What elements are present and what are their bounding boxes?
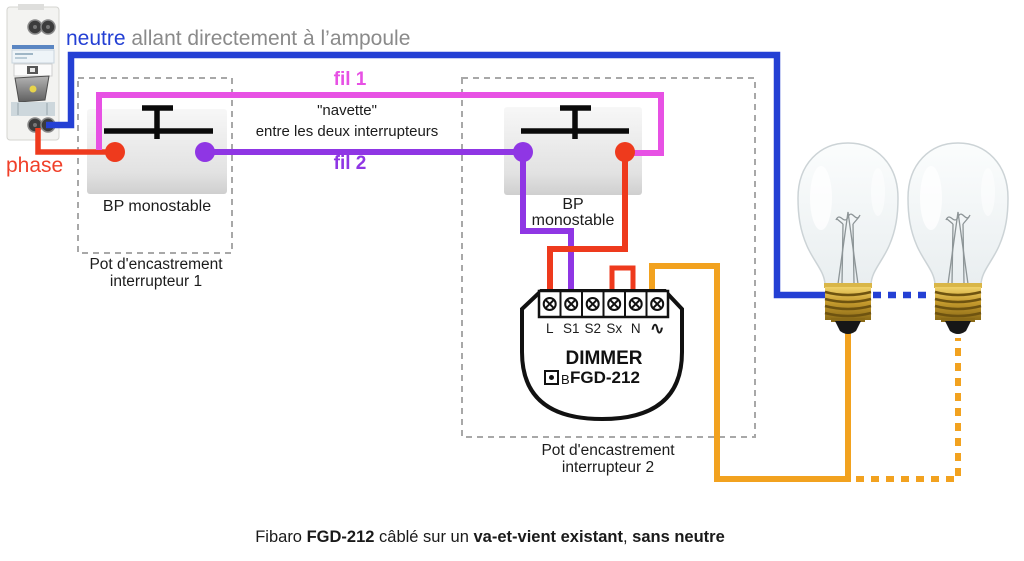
box1-label-line2: interrupteur 1 [109,273,203,290]
figure-caption: Fibaro FGD-212 câblé sur un va-et-vient … [0,528,980,546]
title-rest: allant directement à l’ampoule [125,27,411,50]
caption-bold-3: sans neutre [632,528,725,546]
terminal-label-load: ∿ [650,319,664,338]
caption-bold-2: va-et-vient existant [473,528,623,546]
sx-n-jumper-wire [609,265,636,296]
dimmer-module: L S1 S2 Sx N ∿ DIMMER B FGD-212 [520,289,684,422]
light-bulb-2-icon [907,142,1009,334]
dimmer-model: FGD-212 [570,368,640,387]
caption-text-1: Fibaro [255,528,307,546]
terminal-label-S1: S1 [563,321,580,336]
switch1-label: BP monostable [102,198,212,215]
dimmer-name: DIMMER [565,348,642,369]
push-button-symbol-2 [521,105,629,139]
fil2-wire [205,149,574,296]
b-button-label: B [561,372,570,387]
load-dotted-wire [856,338,961,482]
terminal-label-Sx: Sx [606,321,622,336]
box2-label-line1: Pot d'encastrement [541,442,675,459]
junction-dot-phase-sw1 [105,142,125,162]
fil1-wire [96,92,664,156]
flush-mount-box-1 [77,77,233,254]
circuit-breaker [6,4,60,141]
diagram-title: neutre allant directement à l’ampoule [66,27,410,51]
terminal-label-L: L [546,321,554,336]
caption-model: FGD-212 [306,528,375,546]
fil1-label: fil 1 [333,69,367,90]
light-bulb-1-icon [797,142,899,334]
junction-dot-fil2-sw1 [195,142,215,162]
switch2-label-line1: BP [562,196,584,213]
switch2-label-line2: monostable [531,212,615,229]
fil2-label: fil 2 [333,153,367,174]
junction-dot-fil2-sw2 [513,142,533,162]
flush-mount-box-2 [461,77,756,438]
switch2-to-dimmer-wire [547,154,628,296]
navette-label-line1: "navette" [317,102,377,119]
navette-label-line2: entre les deux interrupteurs [255,123,439,140]
terminal-screws [542,291,665,317]
neutre-wire [46,51,831,299]
caption-text-3: , [622,528,633,546]
phase-label: phase [6,154,64,177]
box2-label-line2: interrupteur 2 [561,459,655,476]
terminal-label-S2: S2 [584,321,601,336]
phase-wire [35,128,112,155]
push-button-symbol-1 [104,105,213,139]
load-wire [649,263,851,482]
caption-text-2: câblé sur un [374,528,474,546]
neutre-title-word: neutre [66,27,126,50]
box1-label-line1: Pot d'encastrement [89,256,223,273]
terminal-label-N: N [631,321,641,336]
junction-dot-fil1-sw2 [615,142,635,162]
